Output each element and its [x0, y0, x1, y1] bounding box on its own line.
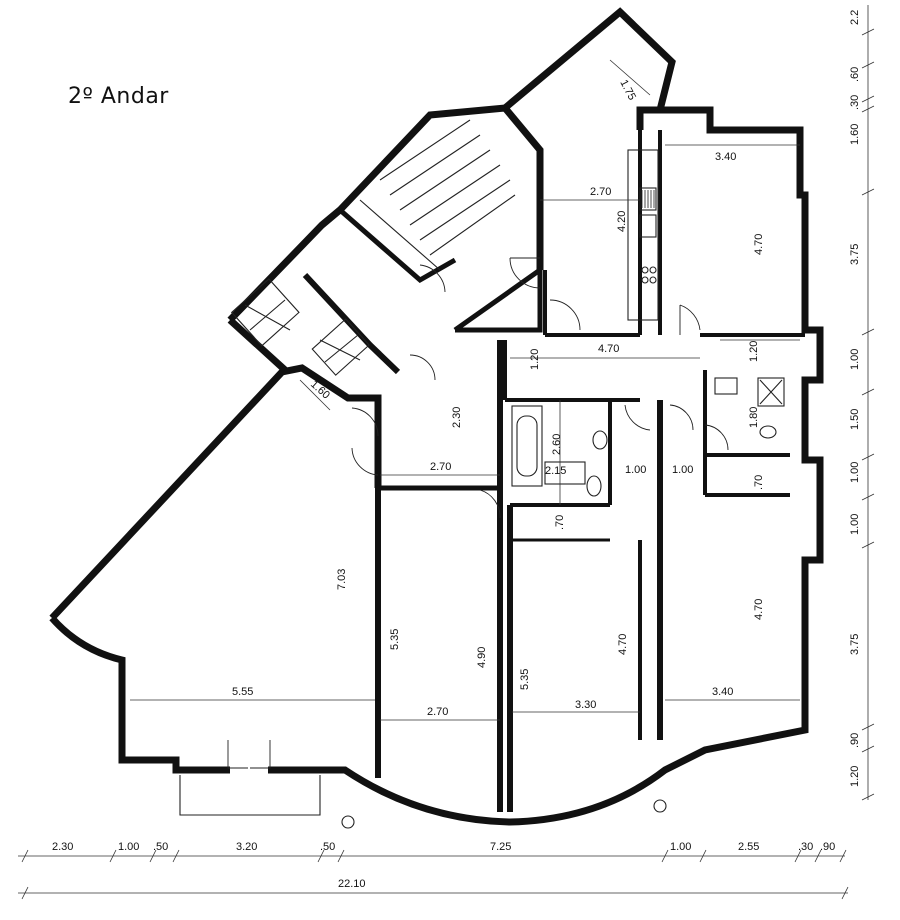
dim-room2-h1: 5.35	[389, 629, 401, 650]
dim-wardrobe1: .70	[753, 475, 765, 490]
total-dim: 22.10	[338, 878, 366, 890]
right-dimension-chain: 2.2 .60 .30 1.60 3.75 1.00 1.50 1.00 1.0…	[849, 5, 875, 801]
right-dim-3: .30	[849, 95, 861, 110]
column-right	[653, 799, 667, 813]
right-dim-1: 2.2	[849, 10, 861, 25]
dim-kitchen-w: 2.70	[590, 186, 611, 198]
right-dim-5: 3.75	[849, 244, 861, 265]
dim-hall-h: 2.30	[451, 407, 463, 428]
dim-room4-h: 4.70	[753, 599, 765, 620]
doors	[227, 257, 729, 769]
bottom-dim-2: 1.00	[118, 841, 139, 853]
dim-corridor: 4.70	[598, 343, 619, 355]
column-left	[341, 815, 355, 829]
dim-bath-ne-h: 1.20	[748, 341, 760, 362]
kitchen-fittings	[627, 149, 659, 321]
dim-room3-w: 3.30	[575, 699, 596, 711]
right-dim-9: 1.00	[849, 514, 861, 535]
dim-closet2: 1.00	[672, 464, 693, 476]
dim-living-w: 5.55	[232, 686, 253, 698]
dim-hall-w: 2.70	[430, 461, 451, 473]
dim-room3-h1: 5.35	[519, 669, 531, 690]
bottom-dim-3: .50	[153, 841, 168, 853]
dim-bath-e: 1.80	[748, 407, 760, 428]
bottom-dim-1: 2.30	[52, 841, 73, 853]
dim-room4-w: 3.40	[712, 686, 733, 698]
dim-closet1: 1.00	[625, 464, 646, 476]
bathroom-fittings	[511, 377, 785, 497]
bottom-dim-8: 2.55	[738, 841, 759, 853]
dim-bed-ne-h: 4.70	[753, 234, 765, 255]
dim-kitchen-h: 4.20	[616, 211, 628, 232]
dim-corr-h: 1.20	[529, 349, 541, 370]
dim-wardrobe2: .70	[554, 515, 566, 530]
bottom-dim-5: .50	[320, 841, 335, 853]
right-dim-12: 1.20	[849, 766, 861, 787]
right-dim-11: .90	[849, 733, 861, 748]
right-dim-2: .60	[849, 67, 861, 82]
right-dim-6: 1.00	[849, 349, 861, 370]
bottom-dim-6: 7.25	[490, 841, 511, 853]
dim-bed-ne-w: 3.40	[715, 151, 736, 163]
total-dimension: 22.10	[18, 878, 849, 900]
dim-bath-mid-h: 2.60	[551, 434, 563, 455]
right-dim-4: 1.60	[849, 124, 861, 145]
dim-room3-h2: 4.70	[617, 634, 629, 655]
dim-room2-h2: 4.90	[476, 647, 488, 668]
bottom-dim-10: .90	[820, 841, 835, 853]
bottom-dimension-chain: 2.30 1.00 .50 3.20 .50 7.25 1.00 2.55 .3…	[18, 841, 847, 863]
dim-room2-w: 2.70	[427, 706, 448, 718]
bottom-dim-9: .30	[798, 841, 813, 853]
right-dim-8: 1.00	[849, 462, 861, 483]
room-dimension-lines	[130, 59, 800, 721]
dim-living-h: 7.03	[336, 569, 348, 590]
bottom-dim-7: 1.00	[670, 841, 691, 853]
dim-bath-mid-w: 2.15	[545, 465, 566, 477]
right-dim-7: 1.50	[849, 409, 861, 430]
bottom-dim-4: 3.20	[236, 841, 257, 853]
floor-title: 2º Andar	[68, 84, 169, 109]
staircase	[230, 119, 516, 376]
right-dim-10: 3.75	[849, 634, 861, 655]
